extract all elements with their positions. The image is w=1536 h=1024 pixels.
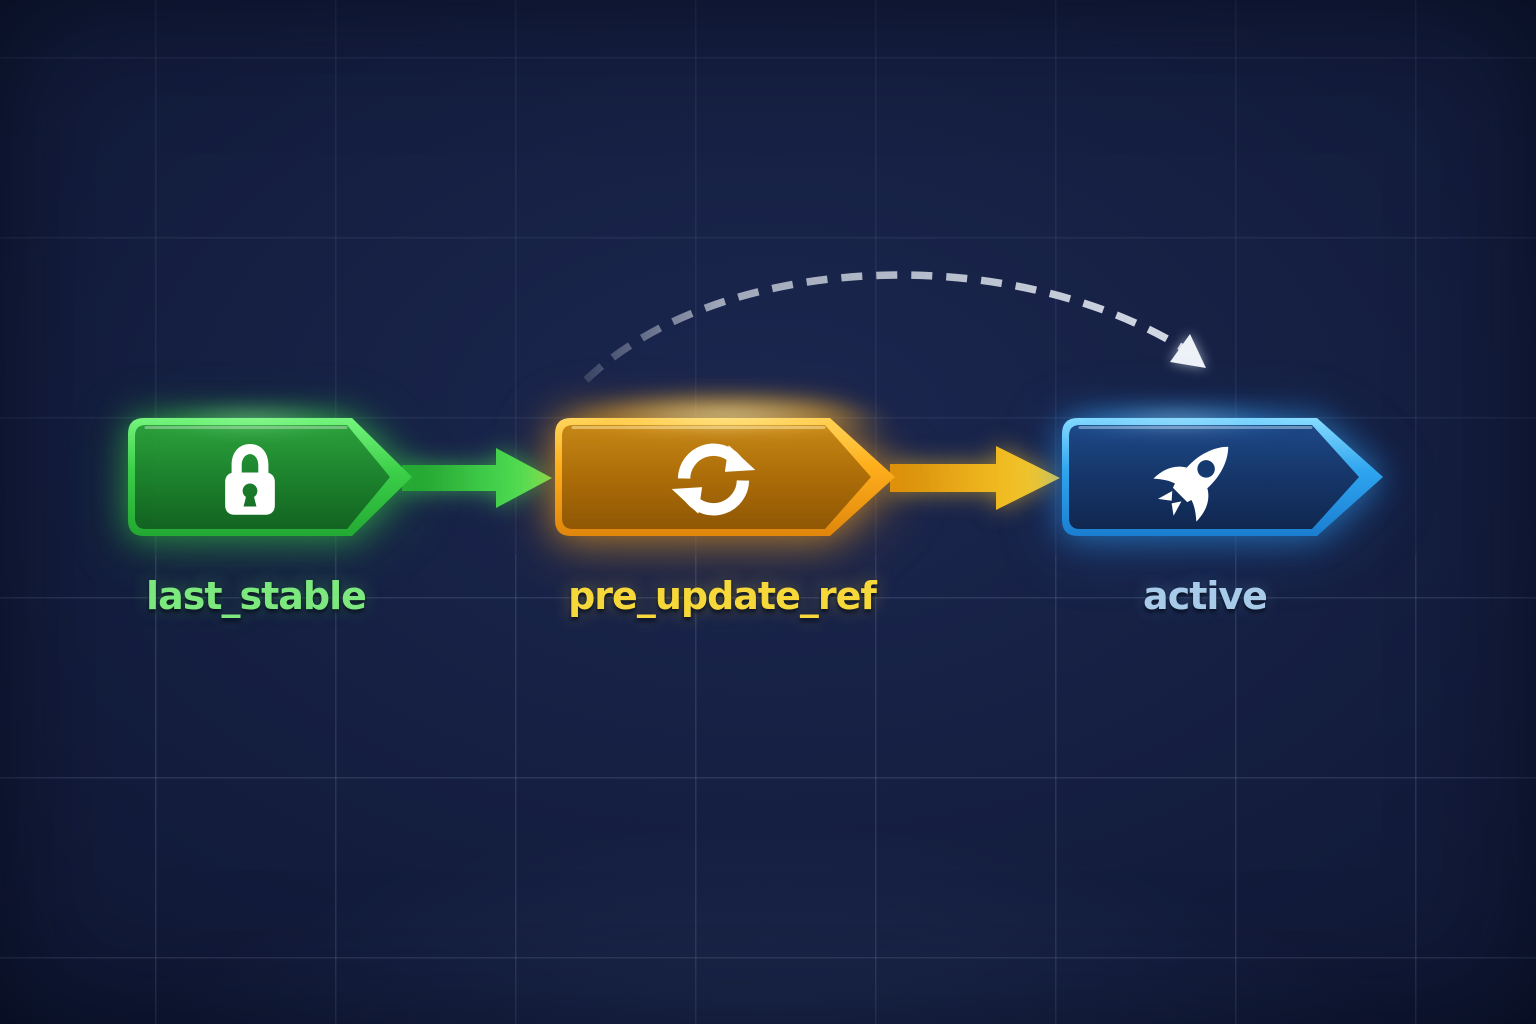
dashed-arc-path [583,271,1188,383]
sync-icon [671,443,756,516]
node-pre-update-ref [555,418,895,536]
arrow-pre-update-ref-to-active [890,445,1060,511]
node-label-pre-update-ref: pre_update_ref [568,574,877,618]
rocket-icon [1153,446,1229,522]
node-label-last-stable: last_stable [146,574,367,618]
orange-banner-body [562,425,871,529]
lock-icon [225,443,275,515]
arrow-last-stable-to-pre-update-ref [402,447,552,509]
node-active [1062,418,1383,536]
node-label-active: active [1143,574,1268,618]
green-arrow-shape [402,448,552,508]
node-last-stable [128,418,412,536]
dashed-arc-arrowhead [1170,334,1206,368]
yellow-arrow-shape [890,446,1060,510]
